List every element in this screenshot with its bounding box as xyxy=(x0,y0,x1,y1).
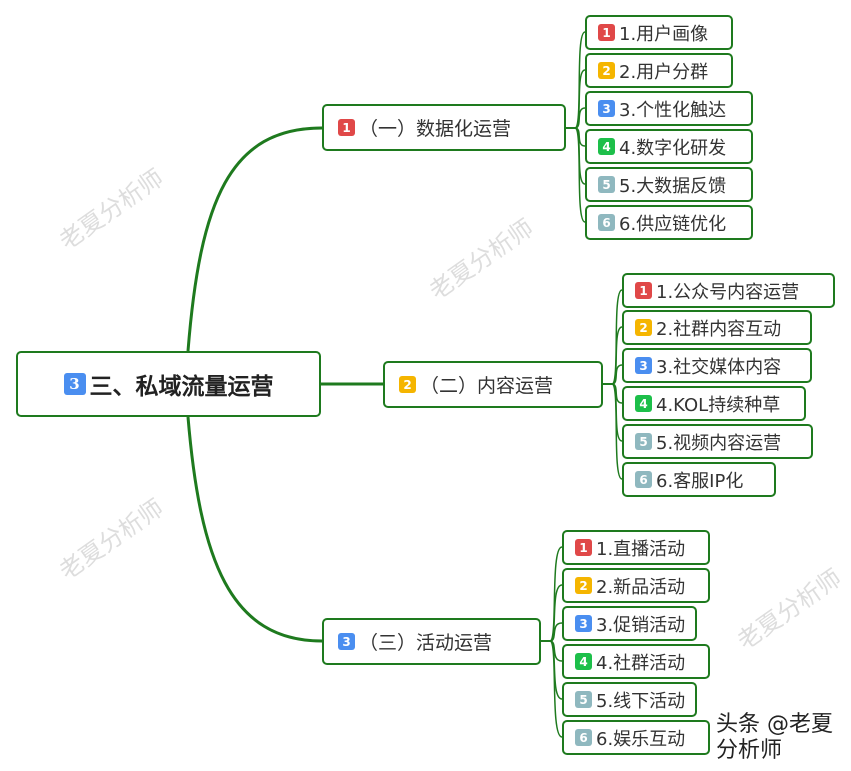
leaf-label: 6.客服IP化 xyxy=(656,470,744,492)
footer-watermark: 头条 @老夏分析师 xyxy=(716,712,833,763)
priority-6-icon: 6 xyxy=(635,471,652,488)
priority-3-icon: 3 xyxy=(598,100,615,117)
priority-1-icon: 1 xyxy=(575,539,592,556)
leaf-connector xyxy=(565,31,586,129)
leaf-label: 4.社群活动 xyxy=(596,652,686,674)
branch-label: （二）内容运营 xyxy=(420,375,554,397)
root-node[interactable]: 3 三、私域流量运营 xyxy=(16,351,321,417)
branch-content-operations[interactable]: 2 （二）内容运营 xyxy=(383,361,603,408)
branch-label: （一）数据化运营 xyxy=(359,118,512,140)
leaf-connector xyxy=(540,640,563,700)
leaf-label: 4.数字化研发 xyxy=(619,137,727,159)
priority-4-icon: 4 xyxy=(598,138,615,155)
leaf-label: 3.促销活动 xyxy=(596,614,686,636)
priority-2-icon: 2 xyxy=(635,319,652,336)
leaf-connector xyxy=(565,127,586,147)
root-label: 三、私域流量运营 xyxy=(89,373,274,400)
leaf-connector xyxy=(602,383,623,404)
leaf-connector xyxy=(540,640,563,662)
leaf-label: 2.用户分群 xyxy=(619,61,709,83)
priority-1-icon: 1 xyxy=(338,119,355,136)
priority-2-icon: 2 xyxy=(598,62,615,79)
leaf-label: 1.公众号内容运营 xyxy=(656,281,800,303)
leaf-label: 6.供应链优化 xyxy=(619,213,727,235)
leaf-connector xyxy=(602,383,623,480)
leaf-label: 2.新品活动 xyxy=(596,576,686,598)
leaf-label: 1.直播活动 xyxy=(596,538,686,560)
leaf-connector xyxy=(602,289,623,385)
leaf-connector xyxy=(540,622,563,642)
leaf-label: 6.娱乐互动 xyxy=(596,728,686,750)
priority-5-icon: 5 xyxy=(598,176,615,193)
priority-1-icon: 1 xyxy=(635,282,652,299)
leaf-connector xyxy=(565,69,586,129)
leaf-label: 3.社交媒体内容 xyxy=(656,356,782,378)
priority-5-icon: 5 xyxy=(635,433,652,450)
leaf-label: 5.线下活动 xyxy=(596,690,686,712)
leaf-label: 4.KOL持续种草 xyxy=(656,394,781,416)
priority-3-icon: 3 xyxy=(63,373,86,395)
leaf-connector xyxy=(540,584,563,642)
branch-activity-operations[interactable]: 3 （三）活动运营 xyxy=(322,618,541,665)
priority-5-icon: 5 xyxy=(575,691,592,708)
branch-data-operations[interactable]: 1 （一）数据化运营 xyxy=(322,104,566,151)
priority-4-icon: 4 xyxy=(635,395,652,412)
leaf-label: 5.大数据反馈 xyxy=(619,175,727,197)
priority-6-icon: 6 xyxy=(575,729,592,746)
leaf-connector xyxy=(540,546,563,642)
branch-label: （三）活动运营 xyxy=(359,632,493,654)
priority-1-icon: 1 xyxy=(598,24,615,41)
leaf-label: 5.视频内容运营 xyxy=(656,432,782,454)
leaf-connector xyxy=(602,364,623,385)
leaf-connector xyxy=(602,326,623,385)
priority-3-icon: 3 xyxy=(635,357,652,374)
priority-3-icon: 3 xyxy=(575,615,592,632)
priority-2-icon: 2 xyxy=(399,376,416,393)
priority-6-icon: 6 xyxy=(598,214,615,231)
priority-2-icon: 2 xyxy=(575,577,592,594)
leaf-connector xyxy=(565,127,586,223)
leaf-connector xyxy=(565,127,586,185)
priority-4-icon: 4 xyxy=(575,653,592,670)
leaf-connector xyxy=(565,107,586,129)
leaf-connector xyxy=(540,640,563,738)
leaf-label: 1.用户画像 xyxy=(619,23,709,45)
leaf-label: 2.社群内容互动 xyxy=(656,318,782,340)
leaf-connector xyxy=(602,383,623,442)
priority-3-icon: 3 xyxy=(338,633,355,650)
leaf-label: 3.个性化触达 xyxy=(619,99,727,121)
